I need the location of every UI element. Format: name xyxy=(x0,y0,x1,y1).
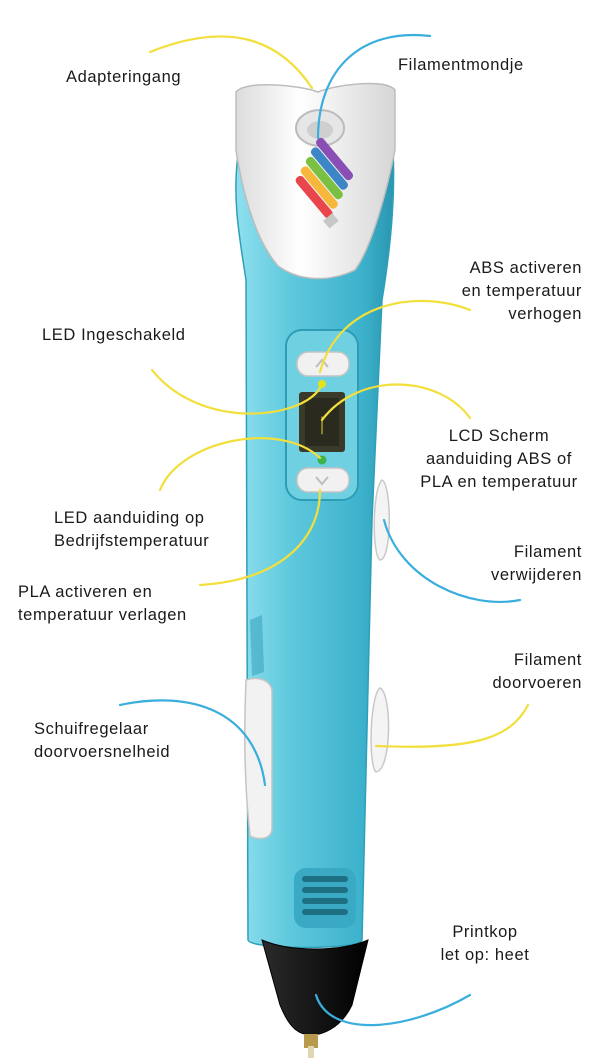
remove-filament-button[interactable] xyxy=(373,479,390,561)
label-filament-doorvoeren: Filament doorvoeren xyxy=(492,651,582,692)
line-filament-verwijderen xyxy=(382,518,522,603)
line-filament-doorvoeren xyxy=(374,703,530,748)
line-led-bedrijfstemperatuur xyxy=(158,437,322,492)
line-schuifregelaar xyxy=(118,699,267,787)
label-lcd-scherm: LCD Scherm aanduiding ABS of PLA en temp… xyxy=(420,427,578,491)
svg-text:|: | xyxy=(317,414,328,435)
label-pla-activeren: PLA activeren en temperatuur verlagen xyxy=(18,583,187,624)
label-abs-activeren: ABS activeren en temperatuur verhogen xyxy=(461,259,582,323)
label-adapteringang: Adapteringang xyxy=(66,68,182,86)
vent-grille xyxy=(294,868,356,928)
label-led-bedrijfstemperatuur: LED aanduiding op Bedrijfstemperatuur xyxy=(54,509,210,550)
leader-lines xyxy=(118,33,530,1027)
logo-icon xyxy=(295,137,354,229)
led-power xyxy=(318,380,326,388)
print-head xyxy=(261,939,369,1058)
line-abs-activeren xyxy=(318,299,472,374)
label-filamentmondje: Filamentmondje xyxy=(398,56,524,74)
feed-filament-button[interactable] xyxy=(370,687,390,773)
line-filamentmondje xyxy=(316,33,432,140)
line-printkop xyxy=(314,993,472,1027)
label-schuifregelaar: Schuifregelaar doorvoersnelheid xyxy=(34,720,171,761)
line-adapteringang xyxy=(148,35,314,90)
line-lcd-scherm xyxy=(320,383,472,422)
line-pla-activeren xyxy=(198,488,322,587)
label-filament-verwijderen: Filament verwijderen xyxy=(491,543,582,584)
label-printkop: Printkop let op: heet xyxy=(440,923,530,964)
button-down[interactable] xyxy=(296,467,350,493)
label-led-ingeschakeld: LED Ingeschakeld xyxy=(42,326,186,344)
line-led-ingeschakeld xyxy=(150,368,322,415)
